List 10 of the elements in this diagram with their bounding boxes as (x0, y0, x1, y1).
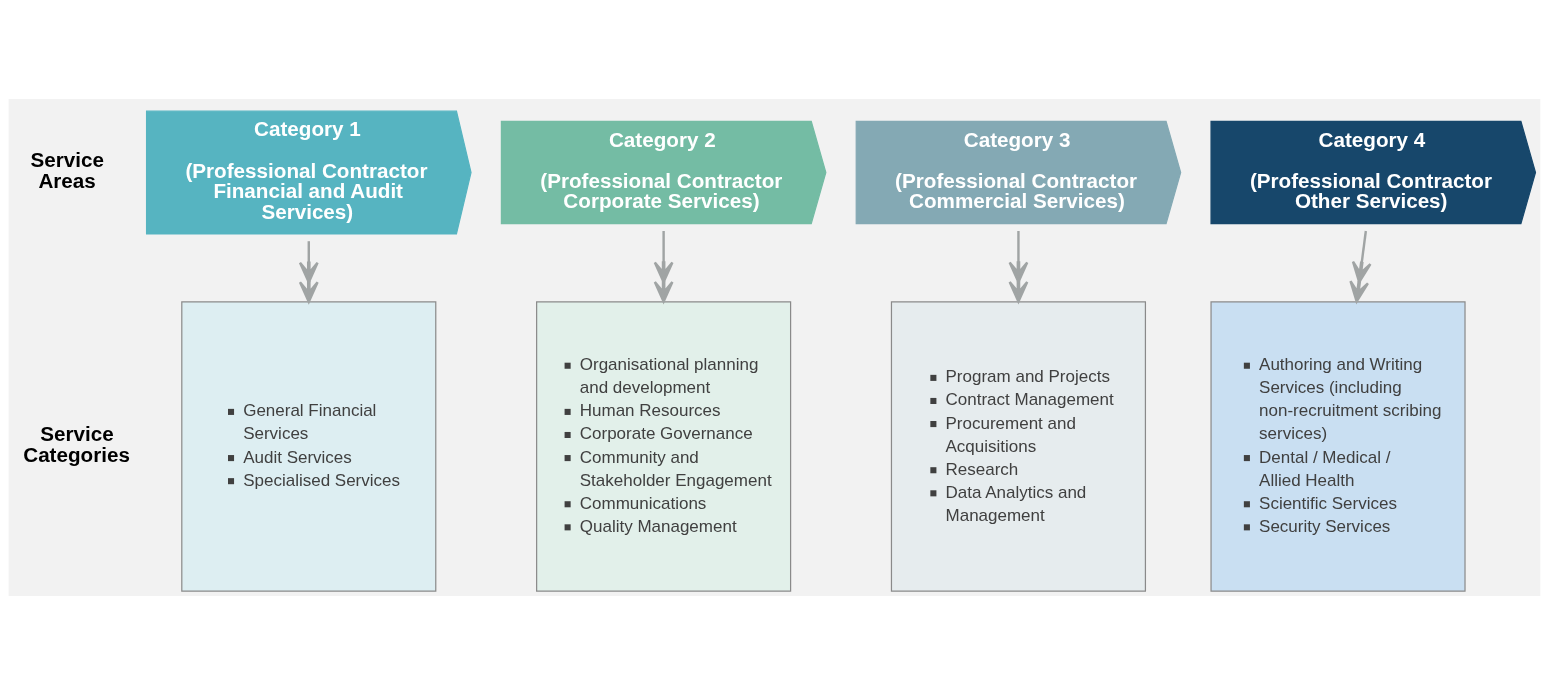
arrow (298, 241, 319, 303)
arrow (1349, 230, 1372, 303)
node-box: General Financial Services Audit Services Specialised Services (181, 301, 437, 592)
node-box: Authoring and Writing Services (including non-recruitment scribing services) Dental / Medical / Allied Health Scientific Services Security Services (1210, 301, 1466, 592)
label: Service Categories (23, 422, 130, 466)
node-box: Organisational planning and development Human Resources Corporate Governance Community and Stakeholder Engagement Communications Quality Management (536, 301, 792, 592)
arrow (653, 231, 674, 303)
node-box: Program and Projects Contract Management Procurement and Acquisitions Research Data Analytics and Management (890, 301, 1147, 592)
arrow (1008, 231, 1029, 303)
label: Service Areas (30, 148, 104, 192)
